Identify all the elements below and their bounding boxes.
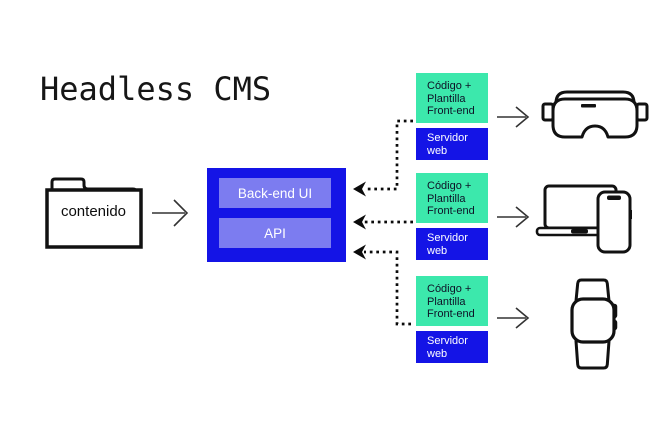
channel-1-template-box: Código + Plantilla Front-end (416, 73, 488, 123)
cms-box: Back-end UI API (207, 168, 346, 262)
content-folder-label: contenido (60, 203, 127, 220)
arrow-to-vr-headset (497, 106, 530, 128)
smartwatch-icon (570, 278, 618, 370)
channel-3-template-box: Código + Plantilla Front-end (416, 276, 488, 326)
dotted-arrow-bottom-channel (353, 244, 411, 326)
vr-headset-icon (541, 90, 649, 139)
channel-2-template-box: Código + Plantilla Front-end (416, 173, 488, 223)
api-box: API (219, 218, 331, 248)
dotted-arrow-top-channel (353, 119, 413, 197)
backend-ui-box: Back-end UI (219, 178, 331, 208)
laptop-and-phone-icon (535, 184, 632, 254)
arrow-to-laptop-phone (497, 206, 530, 228)
channel-3-server-box: Servidor web (416, 331, 488, 363)
channel-2-server-box: Servidor web (416, 228, 488, 260)
arrow-to-smartwatch (497, 307, 530, 329)
page-title: Headless CMS (40, 70, 272, 108)
dotted-arrow-middle-channel (353, 214, 413, 230)
arrow-folder-to-cms (152, 199, 189, 227)
channel-1-server-box: Servidor web (416, 128, 488, 160)
folder-icon (45, 177, 143, 249)
